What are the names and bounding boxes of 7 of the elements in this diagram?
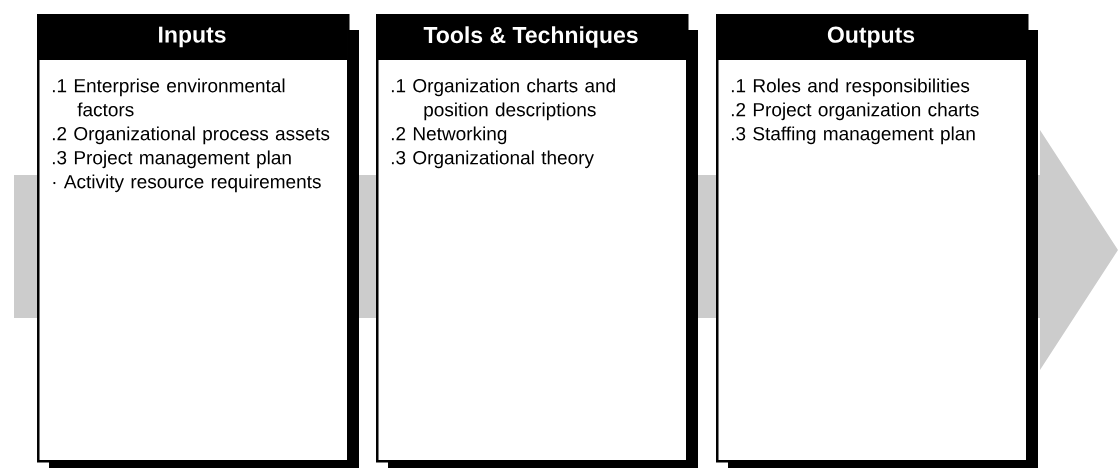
node-label: .2 Organizational process assets: [52, 126, 330, 145]
item-list: .1 Roles and responsibilities .2 Project organization charts .3 Staffing management plan: [731, 78, 979, 145]
node-label: · Activity resource requirements: [53, 174, 321, 193]
node-label: .3 Project management plan: [52, 150, 291, 169]
item-list: .1 Organization charts and position descriptions .2 Networking .3 Organizational theory: [391, 78, 615, 169]
node-label: .1 Enterprise environmental factors: [52, 78, 285, 117]
item-list: .1 Enterprise environmental factors .2 Organizational process assets .3 Project management plan · Activity resource requirements: [52, 78, 330, 193]
